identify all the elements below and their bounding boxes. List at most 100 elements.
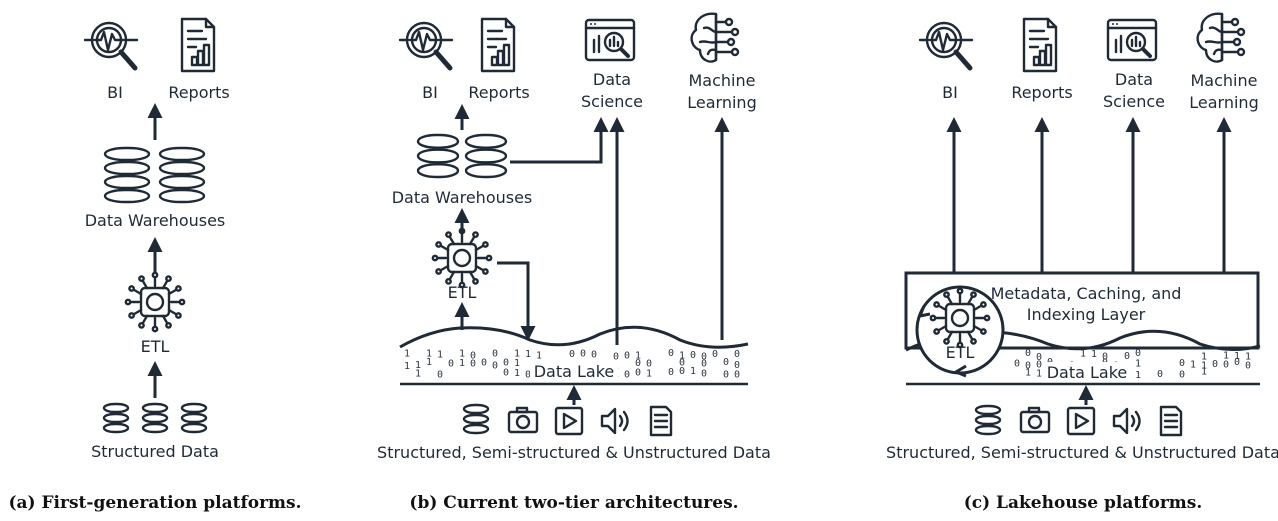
svg-text:0: 0 (1179, 358, 1185, 369)
lake-label-bg (1044, 362, 1130, 383)
bi-magnifier-icon (918, 21, 974, 71)
svg-text:0: 0 (1157, 369, 1163, 380)
panel-a: BI Reports Data Warehouses ETL Structure… (8, 17, 302, 513)
data-science-label-1: Data (593, 70, 631, 89)
svg-text:0: 0 (481, 357, 487, 368)
svg-text:0: 0 (1135, 348, 1141, 359)
svg-text:0: 0 (668, 348, 674, 359)
svg-text:0: 0 (492, 349, 498, 360)
document-icon (649, 405, 673, 437)
bi-label: BI (422, 83, 438, 102)
svg-text:0: 0 (701, 369, 707, 380)
machine-learning-brain-icon (690, 12, 740, 63)
svg-text:0: 0 (1025, 348, 1031, 359)
database-icon (464, 133, 508, 179)
reports-label: Reports (1011, 83, 1072, 102)
svg-text:1: 1 (459, 348, 465, 359)
machine-learning-brain-icon (1196, 12, 1246, 63)
data-warehouses-label: Data Warehouses (85, 211, 226, 230)
video-icon (554, 406, 584, 436)
svg-text:0: 0 (591, 349, 597, 360)
source-data-label: Structured, Semi-structured & Unstructur… (377, 443, 771, 462)
svg-text:0: 0 (635, 358, 641, 369)
svg-text:1: 1 (635, 351, 641, 362)
report-icon (1022, 17, 1058, 73)
svg-text:0: 0 (470, 351, 476, 362)
database-icon (141, 402, 169, 434)
svg-text:0: 0 (503, 368, 509, 379)
svg-text:0: 0 (1223, 360, 1229, 371)
bi-label: BI (107, 83, 123, 102)
svg-text:1: 1 (426, 357, 432, 368)
database-icon (416, 133, 460, 179)
svg-text:1: 1 (679, 351, 685, 362)
svg-text:0: 0 (448, 359, 454, 370)
svg-text:0: 0 (701, 351, 707, 362)
svg-text:0: 0 (701, 359, 707, 370)
metadata-layer-label-2: Indexing Layer (1027, 305, 1146, 324)
database-icon (180, 402, 208, 434)
camera-icon (507, 406, 539, 434)
data-lake: 1111001110000010100001110100001101000000… (399, 325, 749, 386)
bi-magnifier-icon (398, 21, 454, 71)
database-icon (102, 402, 130, 434)
svg-text:0: 0 (1124, 351, 1130, 362)
svg-text:1: 1 (525, 349, 531, 360)
camera-icon (1019, 406, 1051, 434)
database-icon (158, 146, 206, 204)
etl-chip-icon (431, 227, 493, 289)
bi-label: BI (942, 83, 958, 102)
svg-text:0: 0 (646, 358, 652, 369)
svg-text:1: 1 (404, 361, 410, 372)
data-lake: 0011000111100001100101100001111110001001… (905, 329, 1261, 386)
reports-label: Reports (168, 83, 229, 102)
data-lake-label: Data Lake (534, 362, 615, 381)
source-data-label: Structured, Semi-structured & Unstructur… (886, 443, 1278, 462)
svg-text:0: 0 (613, 352, 619, 363)
svg-text:0: 0 (679, 366, 685, 377)
svg-text:1: 1 (415, 360, 421, 371)
svg-text:1: 1 (1036, 369, 1042, 380)
svg-text:0: 0 (525, 370, 531, 381)
svg-text:0: 0 (712, 349, 718, 360)
svg-text:0: 0 (437, 370, 443, 381)
structured-data-label: Structured Data (91, 442, 219, 461)
svg-text:1: 1 (404, 349, 410, 360)
svg-text:1: 1 (1223, 350, 1229, 361)
audio-icon (1112, 407, 1141, 435)
svg-text:0: 0 (1212, 359, 1218, 370)
svg-text:1: 1 (1201, 351, 1207, 362)
database-icon (103, 146, 151, 204)
caption-c: (c) Lakehouse platforms. (964, 493, 1203, 513)
etl-label: ETL (448, 283, 477, 302)
data-lake-label: Data Lake (1047, 363, 1128, 382)
etl-chip-icon (124, 271, 186, 333)
etl-label: ETL (141, 337, 170, 356)
svg-text:0: 0 (1102, 351, 1108, 362)
svg-text:1: 1 (1201, 361, 1207, 372)
svg-text:1: 1 (1245, 351, 1251, 362)
svg-text:1: 1 (514, 358, 520, 369)
metadata-layer-label-1: Metadata, Caching, and (991, 284, 1182, 303)
svg-text:1: 1 (536, 351, 542, 362)
svg-text:1: 1 (1201, 366, 1207, 377)
svg-text:0: 0 (1036, 352, 1042, 363)
report-icon (180, 17, 216, 73)
report-icon (480, 17, 516, 73)
svg-text:1: 1 (1025, 367, 1031, 378)
svg-text:0: 0 (723, 370, 729, 381)
reports-label: Reports (468, 83, 529, 102)
svg-text:0: 0 (690, 350, 696, 361)
svg-text:1: 1 (1080, 349, 1086, 360)
svg-text:0: 0 (470, 358, 476, 369)
svg-text:0: 0 (635, 368, 641, 379)
svg-text:1: 1 (1135, 370, 1141, 381)
svg-text:0: 0 (734, 360, 740, 371)
svg-text:0: 0 (734, 349, 740, 360)
svg-text:0: 0 (624, 350, 630, 361)
audio-icon (600, 407, 629, 435)
svg-text:1: 1 (415, 369, 421, 380)
data-science-icon (1106, 18, 1158, 62)
svg-text:1: 1 (690, 366, 696, 377)
svg-text:0: 0 (1179, 370, 1185, 381)
